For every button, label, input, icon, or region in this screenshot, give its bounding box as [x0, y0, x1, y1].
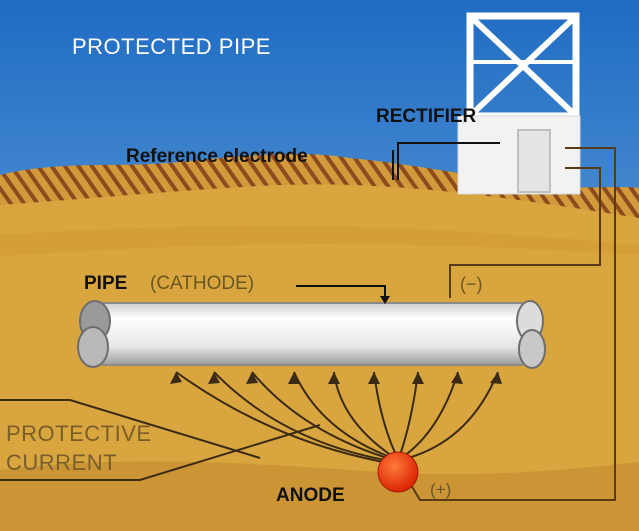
negative-terminal-label: (−)	[460, 274, 483, 294]
positive-terminal-label: (+)	[430, 480, 452, 499]
rectifier-tower	[457, 12, 581, 195]
protective-current-line-1: PROTECTIVE	[6, 421, 152, 446]
rectifier-label: RECTIFIER	[376, 106, 477, 127]
protective-current-pointer-2	[0, 424, 321, 481]
cathode-label: (CATHODE)	[150, 273, 255, 294]
reference-electrode	[392, 142, 500, 180]
arrowheads	[170, 372, 502, 384]
wiring	[404, 147, 616, 501]
protective-current-pointer	[0, 399, 261, 459]
soil-mid-shade	[0, 225, 639, 256]
pipe-label-pointer	[296, 285, 386, 300]
soil-lower-band	[0, 461, 639, 531]
anode-label: ANODE	[276, 485, 345, 506]
pipe	[77, 300, 546, 369]
protective-current-label: PROTECTIVE CURRENT	[6, 419, 152, 477]
pipe-label: PIPE	[84, 273, 128, 294]
diagram-title: PROTECTED PIPE	[72, 34, 271, 59]
reference-electrode-label: Reference electrode	[126, 146, 308, 167]
pipe-label-arrowhead	[380, 296, 390, 304]
anode	[377, 451, 419, 493]
protective-current-line-2: CURRENT	[6, 450, 118, 475]
protective-current-arrows	[175, 371, 499, 463]
